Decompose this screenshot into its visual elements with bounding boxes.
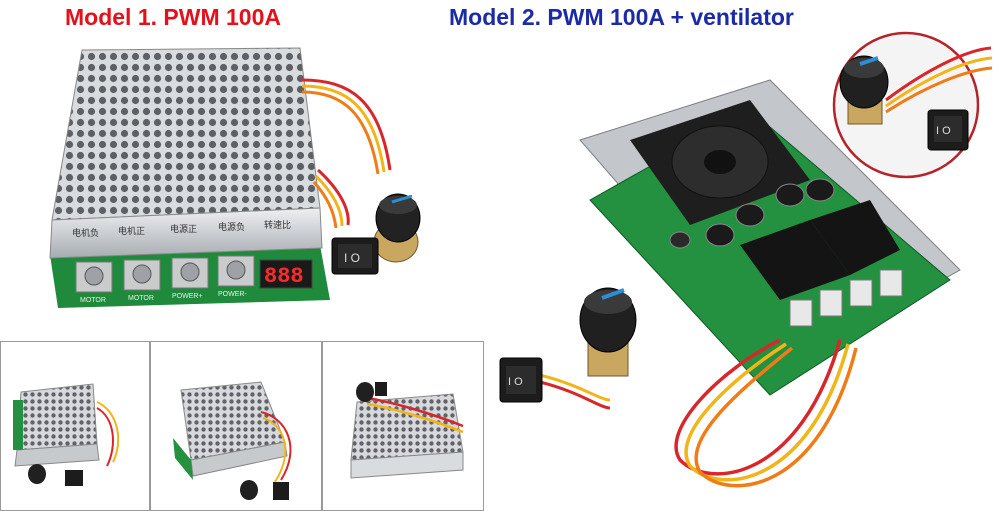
pcb-bottom-label: POWER+ [172,293,203,300]
rocker-switch: I O [331,237,379,275]
thumbnail-2[interactable] [150,341,322,511]
pcb-top-label: 转速比 [264,219,291,230]
switch-label: I O [344,251,360,265]
thumbnail-1[interactable] [0,341,150,511]
pcb-bottom-label: MOTOR [128,295,154,302]
model2-title: Model 2. PWM 100A + ventilator [449,4,794,30]
switch-label: I O [508,376,523,388]
pcb-top-label: 电源负 [218,221,245,232]
model2-photo: I O [480,40,1000,510]
relays [740,200,900,300]
model1-title: Model 1. PWM 100A [65,4,281,30]
led-display [259,259,313,289]
led-display-digits: 888 [264,264,304,289]
knob-indicator [391,194,413,204]
inset-rocker-switch: I O [927,109,969,151]
pcb-bottom-label: POWER- [218,291,247,298]
switch-label: I O [936,125,951,137]
speed-knob [373,193,421,263]
capacitors [669,178,835,249]
inset-knob [839,55,889,125]
perforated-cover [51,47,321,221]
pcb-bottom-label: MOTOR [80,297,106,304]
thumbnail-3[interactable] [322,341,484,511]
rocker-switch: I O [499,357,543,403]
cooling-fan [630,100,810,225]
inset-closeup: I O [816,30,996,180]
knob-indicator [601,288,625,300]
pcb-top-label: 电机负 [72,227,99,238]
model1-photo: 电机负 电机正 电源正 电源负 转速比 MOTOR MOTOR POWER+ P… [20,40,440,330]
speed-knob [579,287,637,377]
terminal-blocks [75,255,255,293]
pcb-top-label: 电机正 [118,225,145,236]
pcb-top-label: 电源正 [170,223,197,234]
terminal-blocks [789,269,903,327]
